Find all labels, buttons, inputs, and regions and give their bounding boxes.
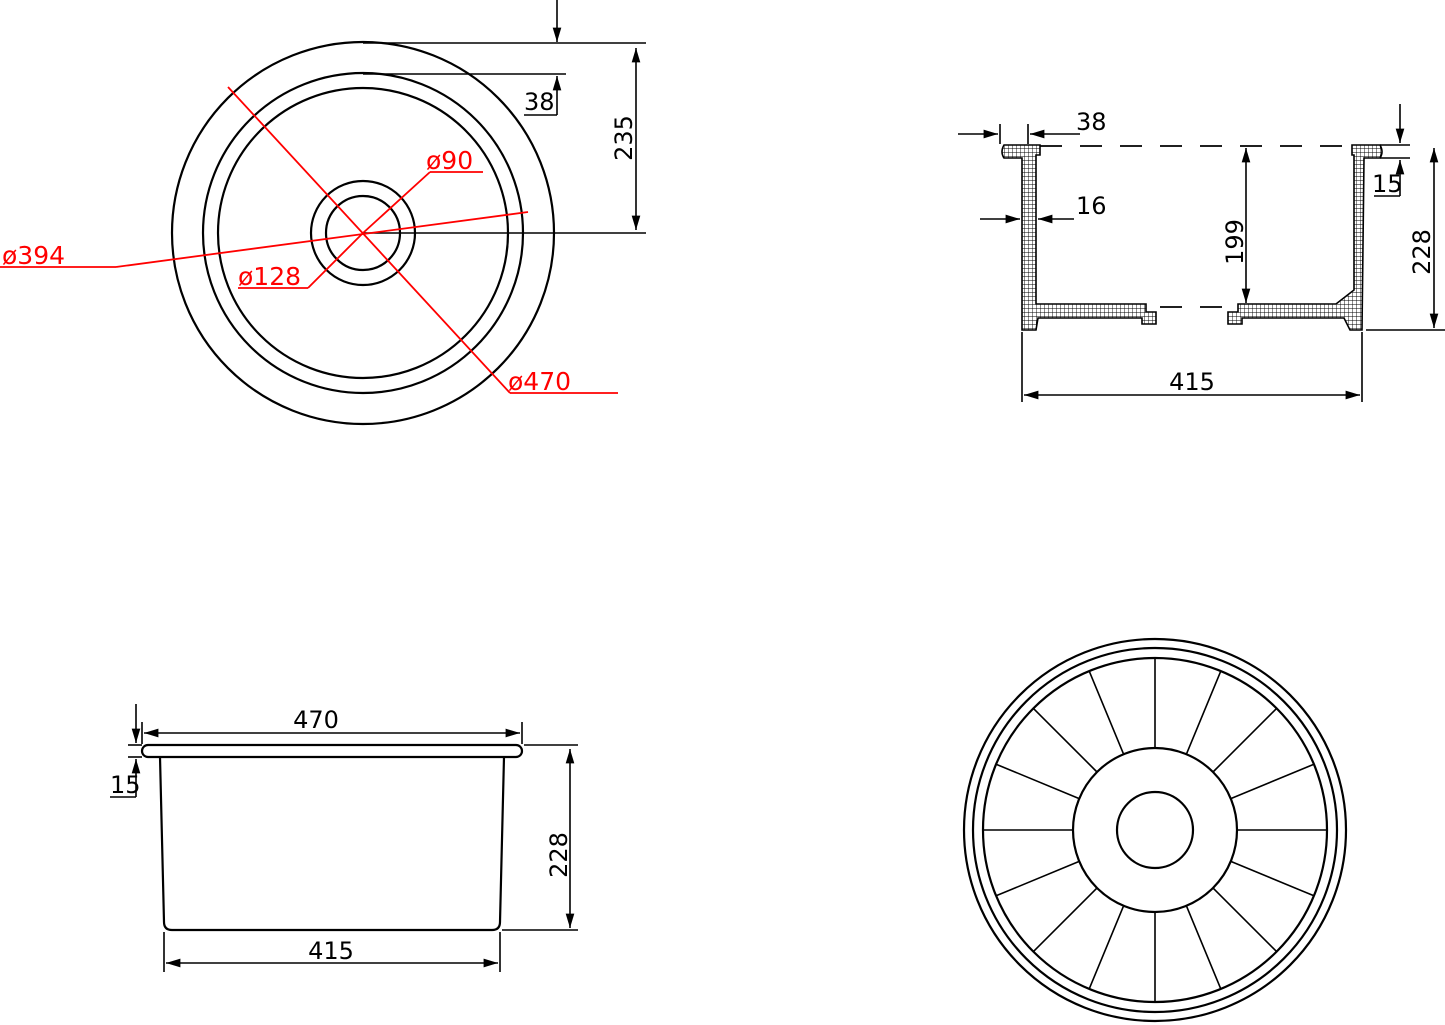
side-dim-top-width: 470 xyxy=(293,706,339,734)
top-view: 38 235 ø90 ø394 ø128 ø470 xyxy=(0,0,646,426)
dia-drain-outer-label: ø128 xyxy=(238,262,301,291)
rib-line xyxy=(1088,670,1125,755)
rib-line xyxy=(995,860,1080,897)
section-dim-bottom-width: 415 xyxy=(1169,368,1215,396)
section-dim-wall: 16 xyxy=(1076,192,1107,220)
bottom-outer-circle xyxy=(962,637,1348,1023)
rib-line xyxy=(1230,763,1315,800)
side-dim-rim: 15 xyxy=(110,771,141,799)
rib-line xyxy=(1185,670,1222,755)
side-view: 470 15 228 415 xyxy=(110,704,578,972)
leader-diagonal xyxy=(227,86,511,394)
right-wall-section xyxy=(1227,144,1383,331)
side-bowl-outline xyxy=(158,756,506,932)
bottom-view xyxy=(962,637,1348,1023)
left-wall-section xyxy=(1001,144,1157,331)
rib-line xyxy=(1185,905,1222,990)
ribbed-bottom-icon xyxy=(983,658,1327,1002)
dia-outer-label: ø470 xyxy=(508,367,571,396)
section-dim-inner-depth: 199 xyxy=(1221,219,1249,265)
dim-flange-width: 38 xyxy=(524,88,555,116)
rib-line xyxy=(1230,860,1315,897)
side-dim-bottom-width: 415 xyxy=(308,937,354,965)
dia-bowl-label: ø394 xyxy=(2,241,65,270)
bottom-hub-circle xyxy=(1071,746,1239,914)
rib-line xyxy=(1032,707,1098,773)
rib-line xyxy=(1212,707,1278,773)
side-dim-height: 228 xyxy=(545,832,573,878)
bottom-drain-circle xyxy=(1115,790,1195,870)
bottom-ring-1 xyxy=(971,646,1339,1014)
dim-radius: 235 xyxy=(610,115,638,161)
section-dim-total-depth: 228 xyxy=(1408,229,1436,275)
rib-line xyxy=(995,763,1080,800)
rib-line xyxy=(1088,905,1125,990)
section-dim-flange: 38 xyxy=(1076,108,1107,136)
dia-drain-inner-label: ø90 xyxy=(426,146,473,175)
rib-line xyxy=(1212,887,1278,953)
rib-line xyxy=(1032,887,1098,953)
section-dim-rim: 15 xyxy=(1372,170,1403,198)
side-rim xyxy=(140,743,524,759)
section-view: 38 16 15 199 228 415 xyxy=(958,104,1445,402)
